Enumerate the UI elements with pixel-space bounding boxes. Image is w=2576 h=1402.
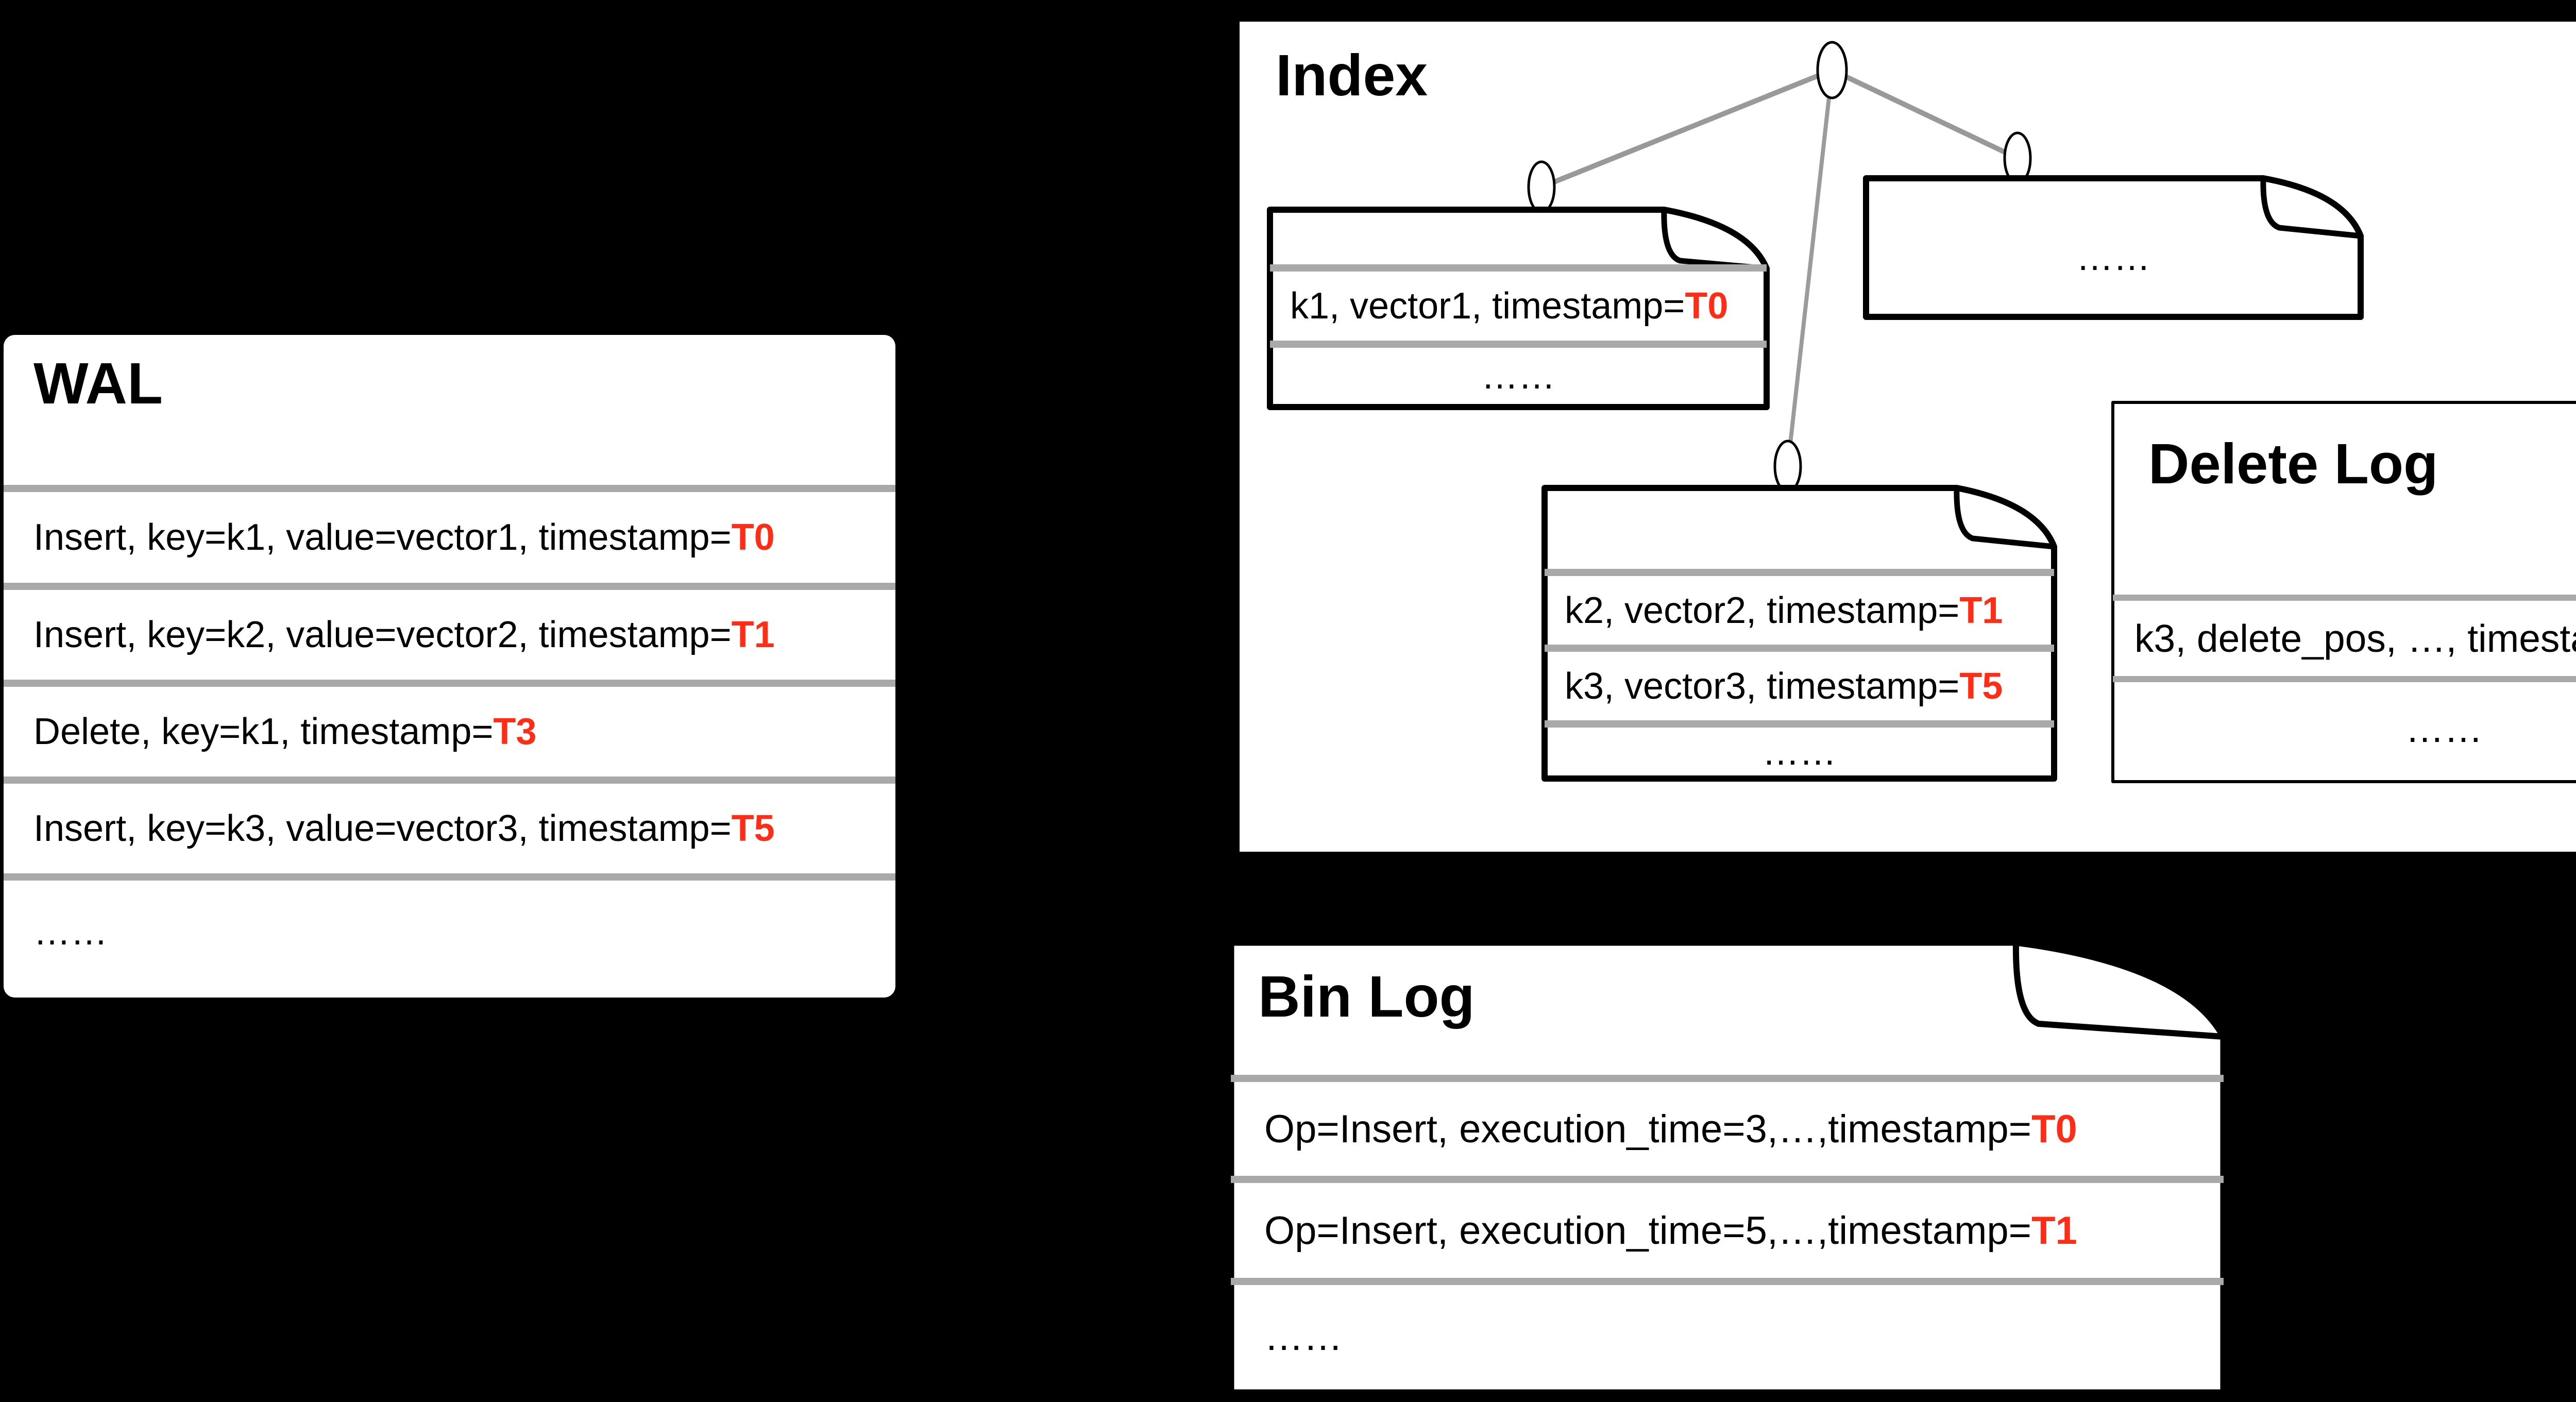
segment-row-text: k3, vector3, timestamp= xyxy=(1565,665,1960,707)
page-outline xyxy=(2111,401,2576,783)
wal-row-text: Insert, key=k3, value=vector3, timestamp… xyxy=(33,808,732,849)
segment-row: k1, vector1, timestamp=T0 xyxy=(1267,272,1770,341)
wal-row-timestamp: T3 xyxy=(493,711,537,752)
wal-row: Insert, key=k3, value=vector3, timestamp… xyxy=(4,784,895,873)
index-segment-doc-2: …… xyxy=(1863,175,2364,320)
row-divider xyxy=(1545,720,2054,728)
page-fold xyxy=(2260,175,2364,239)
row-divider xyxy=(1231,1278,2224,1285)
tree-connector-line xyxy=(1786,70,1834,467)
row-divider xyxy=(4,583,895,590)
row-divider xyxy=(1270,341,1767,348)
segment-row-ellipsis: …… xyxy=(1762,731,1837,773)
wal-row: Insert, key=k2, value=vector2, timestamp… xyxy=(4,590,895,680)
wal-title: WAL xyxy=(33,351,163,416)
row-divider xyxy=(4,776,895,784)
row-divider xyxy=(2113,676,2576,682)
wal-row: …… xyxy=(4,881,895,984)
row-divider xyxy=(1231,1176,2224,1183)
row-divider xyxy=(2113,595,2576,601)
tree-connector-line xyxy=(1540,67,1833,190)
segment-row-timestamp: T1 xyxy=(1959,589,2003,631)
delete-log-row: …… xyxy=(2111,682,2576,775)
segment-row-text: k1, vector1, timestamp= xyxy=(1290,285,1685,327)
wal-row-text: Insert, key=k2, value=vector2, timestamp… xyxy=(33,614,732,655)
segment-row: k2, vector2, timestamp=T1 xyxy=(1541,576,2057,645)
wal-row: Delete, key=k1, timestamp=T3 xyxy=(4,687,895,776)
segment-row-ellipsis: …… xyxy=(1481,356,1555,397)
page-fold xyxy=(1661,207,1770,272)
index-segment-doc-3: k2, vector2, timestamp=T1 k3, vector3, t… xyxy=(1541,485,2057,782)
delete-log-row-ellipsis: …… xyxy=(2405,707,2483,750)
bin-log-row-timestamp: T0 xyxy=(2031,1107,2077,1151)
row-divider xyxy=(1270,264,1767,272)
bin-log-row: Op=Insert, execution_time=5,…,timestamp=… xyxy=(1227,1183,2227,1278)
wal-row-text: Delete, key=k1, timestamp= xyxy=(33,711,494,752)
segment-row-timestamp: T5 xyxy=(1959,665,2003,707)
page-fold xyxy=(1954,485,2057,550)
segment-row: …… xyxy=(1541,728,2057,776)
bin-log-row-ellipsis: …… xyxy=(1264,1314,1343,1359)
row-divider xyxy=(4,873,895,881)
bin-log-row: Op=Insert, execution_time=3,…,timestamp=… xyxy=(1227,1082,2227,1176)
segment-row-timestamp: T0 xyxy=(1685,285,1728,327)
segment-row: …… xyxy=(1267,348,1770,404)
wal-row-text: Insert, key=k1, value=vector1, timestamp… xyxy=(33,517,732,558)
page-fold xyxy=(2012,939,2227,1040)
index-title: Index xyxy=(1276,43,1428,108)
segment-row: …… xyxy=(1863,201,2364,314)
bin-log-row-timestamp: T1 xyxy=(2031,1208,2077,1253)
delete-log-row: k3, delete_pos, …, timestamp=T3 xyxy=(2111,601,2576,676)
wal-row-timestamp: T1 xyxy=(731,614,775,655)
row-divider xyxy=(1545,569,2054,576)
bin-log-row-text: Op=Insert, execution_time=3,…,timestamp= xyxy=(1264,1107,2032,1151)
bin-log-row: …… xyxy=(1227,1285,2227,1388)
bin-log-title: Bin Log xyxy=(1258,964,1475,1029)
wal-row: Insert, key=k1, value=vector1, timestamp… xyxy=(4,492,895,583)
row-divider xyxy=(4,680,895,687)
tree-connector-line xyxy=(1831,67,2019,161)
tree-node xyxy=(1773,440,1802,493)
segment-row-ellipsis: …… xyxy=(2076,237,2150,278)
wal-row-ellipsis: …… xyxy=(33,911,108,953)
delete-log-doc: Delete Log k3, delete_pos, …, timestamp=… xyxy=(2111,401,2576,783)
delete-log-row-text: k3, delete_pos, …, timestamp= xyxy=(2134,617,2576,660)
segment-row: k3, vector3, timestamp=T5 xyxy=(1541,652,2057,720)
index-segment-doc-1: k1, vector1, timestamp=T0 …… xyxy=(1267,207,1770,410)
wal-row-timestamp: T0 xyxy=(731,517,775,558)
wal-row-timestamp: T5 xyxy=(731,808,775,849)
tree-root-node xyxy=(1816,41,1848,99)
delete-log-title: Delete Log xyxy=(2148,432,2438,496)
segment-row-text: k2, vector2, timestamp= xyxy=(1565,589,1960,631)
tree-node xyxy=(1527,160,1556,214)
row-divider xyxy=(4,485,895,492)
bin-log-row-text: Op=Insert, execution_time=5,…,timestamp= xyxy=(1264,1208,2032,1253)
row-divider xyxy=(1231,1075,2224,1082)
wal-panel: WAL Insert, key=k1, value=vector1, times… xyxy=(4,335,895,998)
bin-log-doc: Bin Log Op=Insert, execution_time=3,…,ti… xyxy=(1227,939,2227,1396)
row-divider xyxy=(1545,645,2054,652)
